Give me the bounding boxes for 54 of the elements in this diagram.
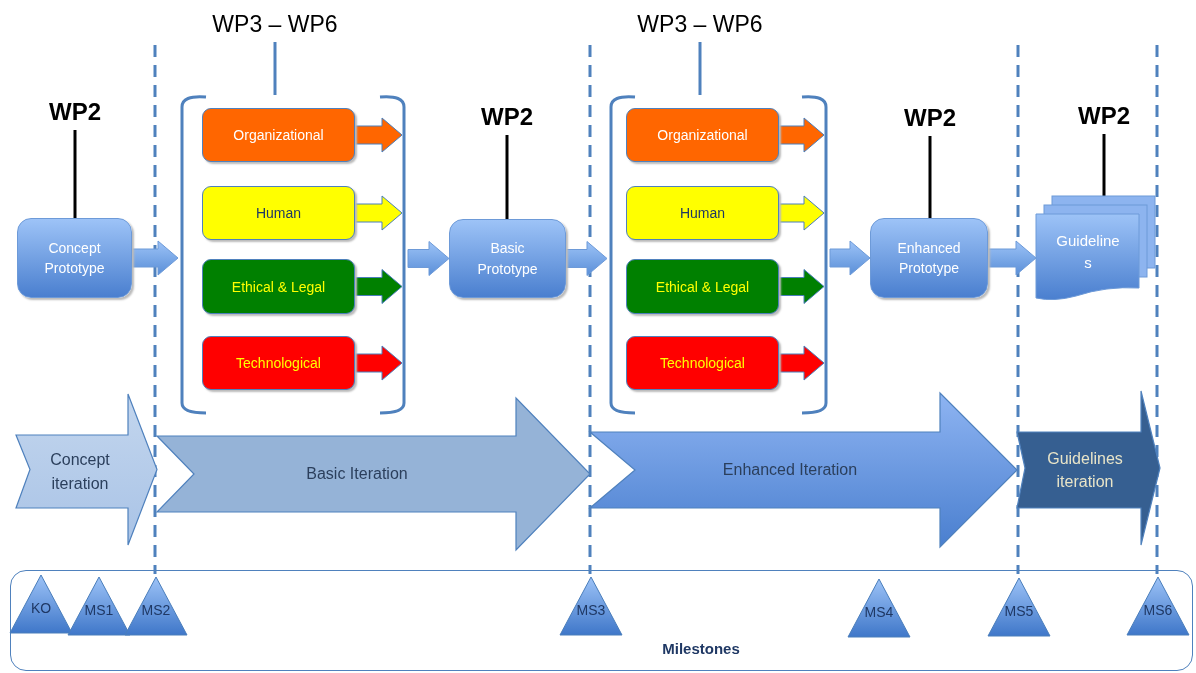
aspect-box: Technological <box>626 336 779 390</box>
work-package-label: WP2 <box>467 99 547 135</box>
milestones-panel <box>10 570 1193 671</box>
work-package-range: WP3 – WP6 <box>620 6 780 42</box>
block-arrow <box>778 117 825 153</box>
aspect-box: Ethical & Legal <box>202 259 355 314</box>
block-arrow <box>778 195 825 231</box>
aspect-box: Ethical & Legal <box>626 259 779 314</box>
milestone-label: MS3 <box>575 601 607 620</box>
milestone-label: KO <box>29 599 53 618</box>
block-arrow <box>778 269 825 304</box>
block-arrow <box>829 240 871 276</box>
arrow-label: Guidelines iteration <box>1046 448 1124 492</box>
aspect-box: Organizational <box>626 108 779 162</box>
aspect-box: Technological <box>202 336 355 390</box>
work-package-range: WP3 – WP6 <box>195 6 355 42</box>
milestone-label: MS6 <box>1142 601 1174 620</box>
block-arrow <box>354 345 403 381</box>
block-arrow <box>407 241 450 276</box>
panel-title: Milestones <box>661 638 741 659</box>
block-arrow <box>987 240 1037 276</box>
iteration-banner <box>1017 391 1160 545</box>
milestone-label: MS4 <box>863 603 895 622</box>
aspect-box: Organizational <box>202 108 355 162</box>
arrow-label: Concept iteration <box>49 450 111 494</box>
connector-line <box>1102 134 1106 196</box>
prototype-box: Concept Prototype <box>17 218 132 298</box>
milestone-label: MS2 <box>140 601 172 620</box>
iteration-banner <box>590 393 1017 547</box>
block-arrow <box>778 345 825 381</box>
block-arrow <box>354 195 403 231</box>
work-package-label: WP2 <box>890 100 970 136</box>
connector-line <box>505 135 509 219</box>
block-arrow <box>354 117 403 153</box>
arrow-label: Enhanced Iteration <box>721 460 859 481</box>
aspect-box: Human <box>626 186 779 240</box>
prototype-box: Basic Prototype <box>449 219 566 298</box>
connector-line <box>73 130 77 218</box>
block-arrow <box>354 269 403 304</box>
milestone-label: MS1 <box>83 601 115 620</box>
connector-line <box>273 42 277 95</box>
work-package-label: WP2 <box>1064 98 1144 134</box>
connector-line <box>928 136 932 218</box>
prototype-box: Enhanced Prototype <box>870 218 988 298</box>
block-arrow <box>565 241 608 276</box>
milestone-label: MS5 <box>1003 602 1035 621</box>
block-arrow <box>131 240 179 276</box>
connector-line <box>698 42 702 95</box>
document-label: Guidelines <box>1055 231 1121 273</box>
iteration-banner <box>16 394 157 545</box>
iteration-banner <box>157 398 590 550</box>
aspect-box: Human <box>202 186 355 240</box>
arrow-label: Basic Iteration <box>305 464 409 485</box>
work-package-label: WP2 <box>35 94 115 130</box>
